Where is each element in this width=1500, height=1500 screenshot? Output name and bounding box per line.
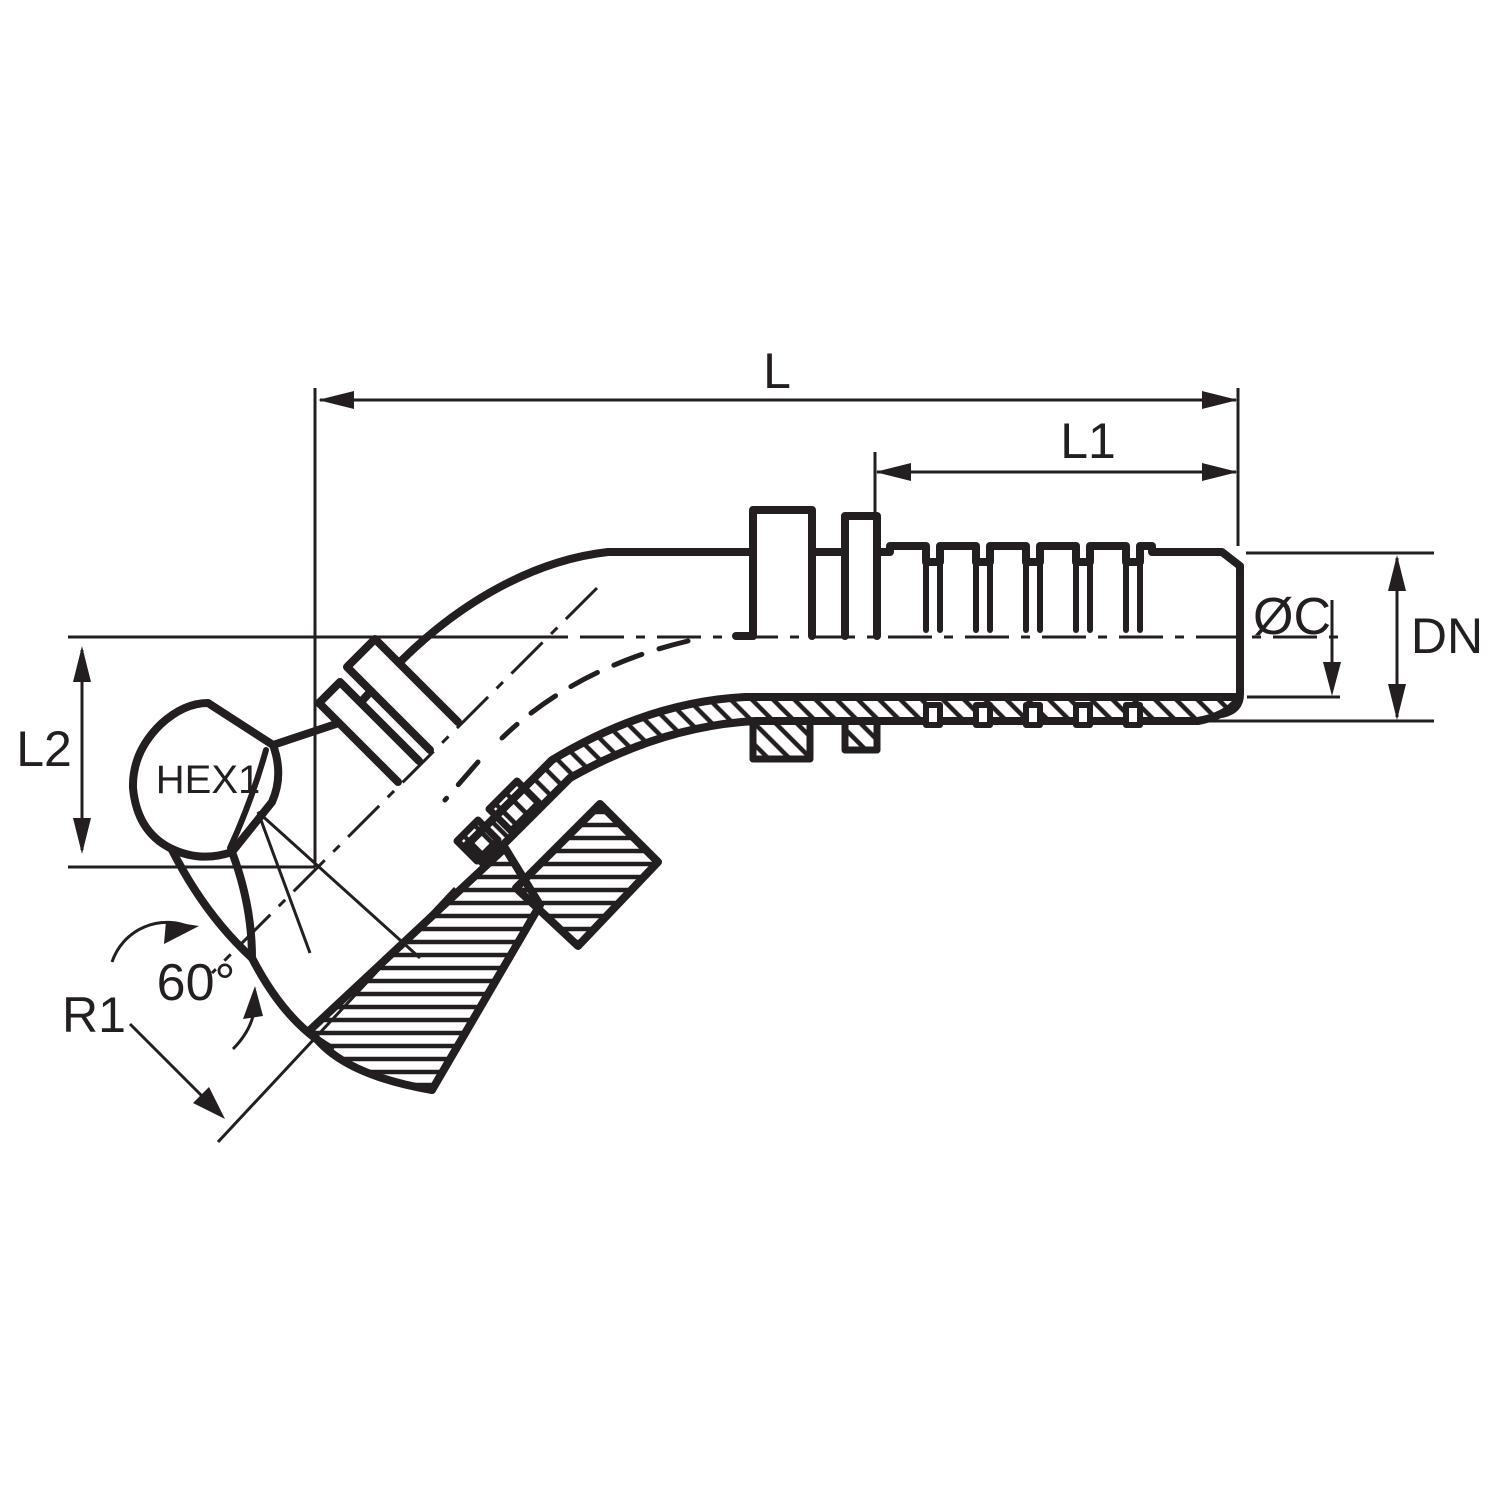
- collar-tab-bottom-1: [749, 717, 814, 763]
- dimension-arrowheads: [73, 391, 1406, 1119]
- nut-skirt-right: [228, 848, 256, 962]
- collar-tab-bottom-2: [841, 717, 881, 754]
- arrow-L-right: [1202, 391, 1238, 409]
- barb-notch: [1123, 702, 1143, 728]
- dim-label-DN: DN: [1411, 608, 1483, 664]
- arrow-OC-down: [1323, 662, 1341, 696]
- centerline-45deg: [210, 586, 599, 975]
- angled-surface-segments: [269, 687, 375, 749]
- barb-notch: [923, 702, 943, 728]
- collar-tab-angled-top-1: [343, 635, 462, 754]
- cone-edge-line-1: [256, 810, 422, 960]
- dim-label-HEX1: HEX1: [156, 758, 261, 802]
- barb-notch: [1023, 702, 1043, 728]
- bottom-barb-notches: [923, 702, 1143, 728]
- dim-label-L2: L2: [16, 721, 72, 777]
- hex-facet-line: [227, 747, 269, 851]
- seat-ring-section: [512, 800, 662, 950]
- arrow-L1-left: [875, 463, 911, 481]
- barb-notch: [973, 702, 993, 728]
- collar-tab-angled-top-2: [315, 678, 423, 786]
- arrow-L1-right: [1202, 463, 1238, 481]
- ref-line-R1: [216, 886, 457, 1144]
- arrow-angle-upper: [164, 921, 199, 944]
- hidden-bore-curve: [442, 638, 691, 803]
- neck-top-curve: [395, 548, 612, 667]
- nut-skirt-left: [168, 846, 256, 962]
- hose-tail-top-outline: [604, 542, 1244, 718]
- arrow-R1: [193, 1087, 225, 1119]
- arrow-DN-top: [1388, 555, 1406, 591]
- collar-tab-angled-bottom-1: [485, 777, 543, 835]
- dimension-labels: L L1 L2 DN ØC HEX1 60° R1: [16, 343, 1483, 1043]
- dim-label-L1: L1: [1060, 413, 1116, 469]
- tube-wall-section: [462, 693, 1242, 868]
- barb-notch: [1073, 702, 1093, 728]
- fitting-body: [128, 506, 1244, 1094]
- collar-tab-top-1: [749, 506, 816, 640]
- dim-label-L: L: [763, 343, 791, 399]
- arrow-DN-bottom: [1388, 684, 1406, 720]
- hex-nut-outline: [128, 699, 283, 861]
- dim-label-angle: 60°: [157, 954, 236, 1012]
- dim-label-R1: R1: [62, 987, 126, 1043]
- nut-socket-section: [306, 844, 544, 1094]
- arrow-L2-top: [73, 646, 91, 682]
- dimension-lines: [68, 388, 1434, 1144]
- cone-edge-line-2: [256, 811, 312, 954]
- arrow-L-left: [318, 391, 354, 409]
- arrow-L2-bottom: [73, 818, 91, 854]
- collar-tab-angled-bottom-2: [453, 816, 502, 865]
- dim-label-OC: ØC: [1253, 588, 1331, 646]
- collar-tab-top-2: [841, 512, 881, 640]
- nut-skirt-bottom-arc: [248, 954, 334, 1052]
- arrow-angle-lower: [243, 986, 263, 1019]
- barb-groove-lines: [923, 559, 1143, 633]
